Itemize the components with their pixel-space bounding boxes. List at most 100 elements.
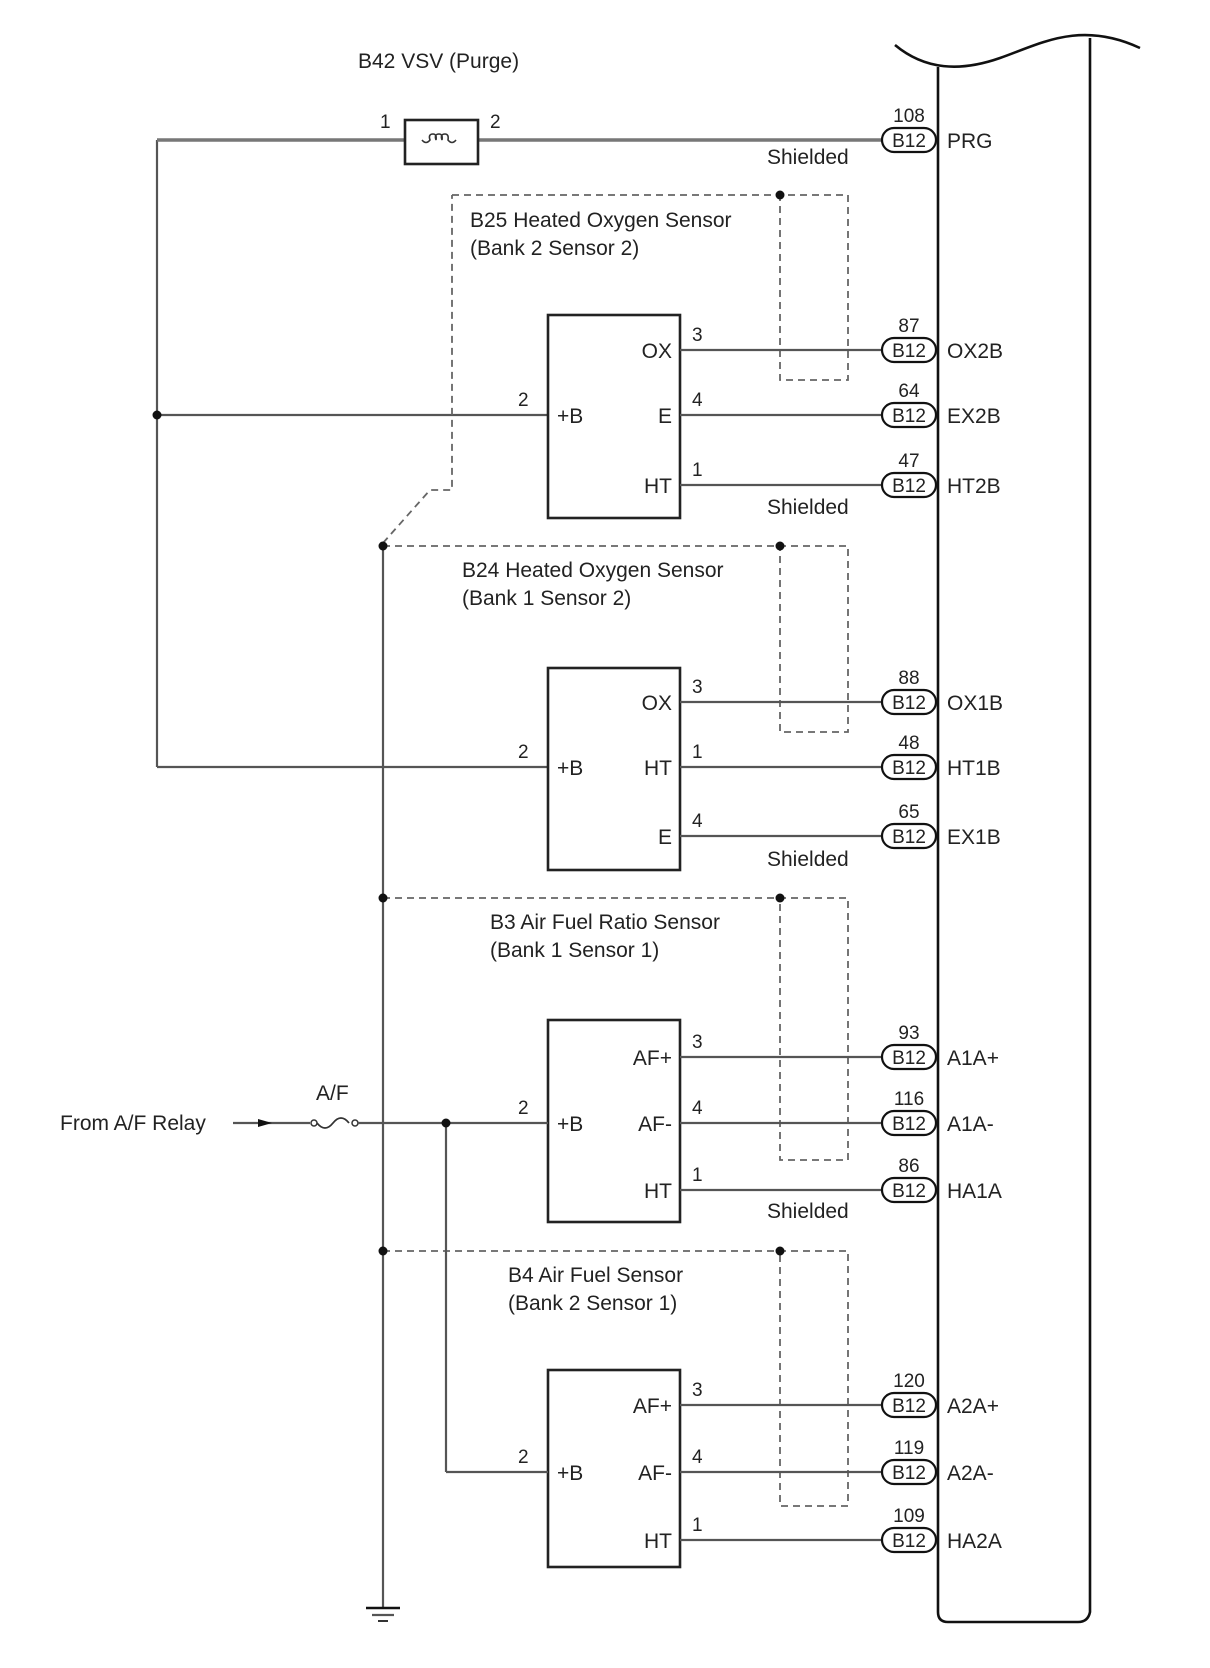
shield-junction-dot [775, 893, 785, 903]
terminal-pin-number: 88 [898, 668, 919, 689]
connector-b12-badge [880, 822, 938, 850]
ecu-break-line [894, 33, 1141, 68]
junction-dot [152, 410, 162, 420]
connector-b12-badge [880, 401, 938, 429]
output-label: E [658, 405, 672, 428]
terminal-name: EX2B [947, 405, 1001, 428]
ecu-terminals: B12108PRGB1287OX2BB1264EX2BB1247HT2BB128… [880, 106, 1003, 1554]
shield-junction-dot [775, 190, 785, 200]
vsv-box [403, 118, 480, 166]
connector-code: B12 [892, 1396, 926, 1417]
supply-pin-number: 2 [518, 1098, 529, 1119]
sensor-box [546, 1018, 682, 1224]
connector-b12-badge [880, 1109, 938, 1137]
output-pin-number: 3 [692, 1380, 703, 1401]
terminal-pin-number: 109 [893, 1506, 925, 1527]
terminal-name: EX1B [947, 826, 1001, 849]
output-label: HT [644, 1180, 672, 1203]
connector-b12-badge [880, 1176, 938, 1204]
output-label: AF+ [633, 1047, 672, 1070]
shield-drain-link [382, 195, 453, 544]
connector-b12-badge [880, 1458, 938, 1486]
sensor-title: B4 Air Fuel Sensor [508, 1264, 683, 1287]
terminal-name: OX2B [947, 340, 1003, 363]
supply-pin-number: 2 [518, 1447, 529, 1468]
connector-code: B12 [892, 1048, 926, 1069]
output-pin-number: 4 [692, 1098, 703, 1119]
sensor-title: B25 Heated Oxygen Sensor [470, 209, 732, 232]
output-pin-number: 1 [692, 460, 703, 481]
shield-ground-dot [378, 1246, 388, 1256]
connector-b12-badge [880, 471, 938, 499]
sensor-group: B3 Air Fuel Ratio Sensor (Bank 1 Sensor 1… [378, 893, 883, 1224]
arrow-icon [258, 1119, 272, 1127]
connector-code: B12 [892, 131, 926, 152]
terminal-pin-number: 86 [898, 1156, 919, 1177]
supply-pin-number: 2 [518, 390, 529, 411]
terminal-name: A2A- [947, 1462, 994, 1485]
af-power-supply: From A/F Relay A/F [60, 1082, 548, 1474]
output-label: OX [642, 340, 672, 363]
terminal-pin-number: 119 [894, 1438, 924, 1459]
terminal-name: HT1B [947, 757, 1001, 780]
shield-junction-dot [775, 541, 785, 551]
connector-code: B12 [892, 827, 926, 848]
terminal-pin-number: 65 [898, 802, 919, 823]
output-label: HT [644, 757, 672, 780]
connector-b12-badge [880, 753, 938, 781]
shielded-label: Shielded [767, 848, 849, 871]
shield-ground-dot [378, 541, 388, 551]
shield-outline [383, 897, 849, 1161]
terminal-pin-number: 120 [893, 1371, 925, 1392]
sensor-subtitle: (Bank 1 Sensor 2) [462, 587, 631, 610]
output-pin-number: 1 [692, 1165, 703, 1186]
connector-b12-badge [880, 1043, 938, 1071]
shielded-label: Shielded [767, 496, 849, 519]
sensor-title: B3 Air Fuel Ratio Sensor [490, 911, 720, 934]
connector-code: B12 [892, 341, 926, 362]
output-pin-number: 4 [692, 1447, 703, 1468]
sensor-box [546, 666, 682, 872]
sensor-subtitle: (Bank 2 Sensor 2) [470, 237, 639, 260]
sensor-subtitle: (Bank 1 Sensor 1) [490, 939, 659, 962]
output-label: OX [642, 692, 672, 715]
output-label: AF- [638, 1113, 672, 1136]
connector-code: B12 [892, 1181, 926, 1202]
output-pin-number: 3 [692, 1032, 703, 1053]
shield-outline [452, 194, 849, 381]
output-pin-number: 1 [692, 1515, 703, 1536]
connector-b12-badge [880, 688, 938, 716]
terminal-pin-number: 48 [898, 733, 919, 754]
ecu-outline [936, 38, 1092, 1624]
sensor-group: B4 Air Fuel Sensor(Bank 2 Sensor 1)2+BAF… [378, 1246, 883, 1569]
output-label: HT [644, 475, 672, 498]
output-pin-number: 3 [692, 325, 703, 346]
sensor-title: B24 Heated Oxygen Sensor [462, 559, 724, 582]
junction-dot [441, 1118, 451, 1128]
terminal-name: A1A+ [947, 1047, 999, 1070]
terminal-name: A2A+ [947, 1395, 999, 1418]
source-label: From A/F Relay [60, 1112, 206, 1135]
connector-b12-badge [880, 1526, 938, 1554]
supply-label: +B [557, 405, 583, 428]
output-pin-number: 1 [692, 742, 703, 763]
shield-ground-dot [378, 893, 388, 903]
terminal-pin-number: 93 [898, 1023, 919, 1044]
shielded-label: Shielded [767, 146, 849, 169]
sensor-group: B25 Heated Oxygen Sensor (Bank 2 Sensor 2… [452, 190, 883, 520]
terminal-pin-number: 47 [898, 451, 919, 472]
terminal-name: HA2A [947, 1530, 1002, 1553]
vsv-pin-2: 2 [490, 112, 501, 133]
